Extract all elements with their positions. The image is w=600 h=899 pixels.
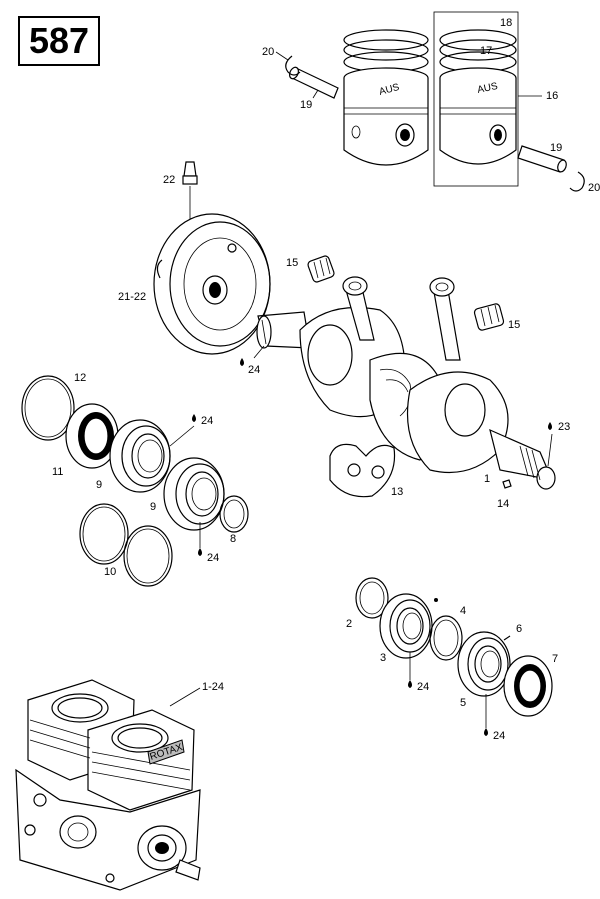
shim-2 [355, 577, 389, 619]
diagram-number-box: 587 [18, 16, 100, 66]
callout-15-right: 15 [508, 319, 520, 331]
callout-8: 8 [230, 533, 236, 545]
callout-11: 11 [52, 466, 63, 478]
connecting-rod-right [429, 277, 461, 361]
callout-3: 3 [380, 652, 386, 664]
crankshaft [256, 306, 556, 490]
callout-2: 2 [346, 618, 352, 630]
callout-9-lower: 9 [150, 501, 156, 513]
flywheel [153, 213, 271, 355]
piston-right: AUS [439, 29, 517, 165]
piston-mark-left: AUS [378, 82, 401, 98]
callout-1: 1 [484, 473, 490, 485]
oil-seal-11 [65, 403, 119, 469]
connecting-rod-left [342, 276, 375, 341]
callout-14: 14 [497, 498, 509, 510]
callout-21-22: 21-22 [118, 291, 146, 303]
lubricant-drop-icon [408, 680, 412, 688]
callout-12: 12 [74, 372, 86, 384]
callout-17: 17 [480, 45, 492, 57]
callout-6: 6 [516, 623, 522, 635]
callout-19-left: 19 [300, 99, 312, 111]
oil-seal-7 [503, 655, 553, 717]
callout-24-bearing-upper: 24 [201, 415, 213, 427]
circlip-right [569, 171, 585, 192]
o-ring-12 [21, 375, 75, 441]
callout-18: 18 [500, 17, 512, 29]
callout-24-bearing-3: 24 [417, 681, 429, 693]
callout-22: 22 [163, 174, 175, 186]
wrist-pin-right [517, 145, 567, 173]
callout-24-crank: 24 [248, 364, 260, 376]
circlip-left [285, 55, 301, 76]
callout-9-upper: 9 [96, 479, 102, 491]
lubricant-drop-icon [192, 414, 196, 422]
callout-4: 4 [460, 605, 466, 617]
lubricant-drop-icon [484, 728, 488, 736]
engine-assembly: ROTAX [15, 679, 201, 891]
piston-assembly-box [433, 11, 519, 187]
callout-13: 13 [391, 486, 403, 498]
wrist-pin-left [288, 66, 339, 99]
piston-mark-right: AUS [476, 81, 499, 96]
callout-24-bearing-lower: 24 [207, 552, 219, 564]
callout-15-left: 15 [286, 257, 298, 269]
ball-bearing-3 [379, 593, 438, 659]
crank-spacer-13 [329, 443, 396, 498]
lubricant-drop-icon [548, 422, 552, 430]
callout-5: 5 [460, 697, 466, 709]
piston-left: AUS [343, 29, 429, 166]
callout-19-right: 19 [550, 142, 562, 154]
o-rings-10 [79, 503, 173, 587]
callout-16: 16 [546, 90, 558, 102]
callout-20-right: 20 [588, 182, 600, 194]
ball-bearing-5 [457, 631, 511, 697]
callout-7: 7 [552, 653, 558, 665]
needle-bearing-right [473, 303, 505, 331]
callout-23: 23 [558, 421, 570, 433]
ball-bearing-9-upper [109, 419, 171, 493]
lubricant-drop-icon [198, 548, 202, 556]
piston-group: AUS AUS [285, 11, 585, 192]
callout-24-bearing-5: 24 [493, 730, 505, 742]
callout-10: 10 [104, 566, 116, 578]
shim-8 [219, 495, 249, 533]
callout-1-24: 1-24 [202, 681, 224, 693]
callout-20-left: 20 [262, 46, 274, 58]
ball-bearing-9-lower [163, 457, 225, 531]
ring-4 [429, 615, 463, 661]
lubricant-drop-icon [240, 358, 244, 366]
needle-bearing-left [307, 255, 335, 283]
pin-6 [503, 635, 511, 641]
woodruff-key [502, 479, 512, 489]
